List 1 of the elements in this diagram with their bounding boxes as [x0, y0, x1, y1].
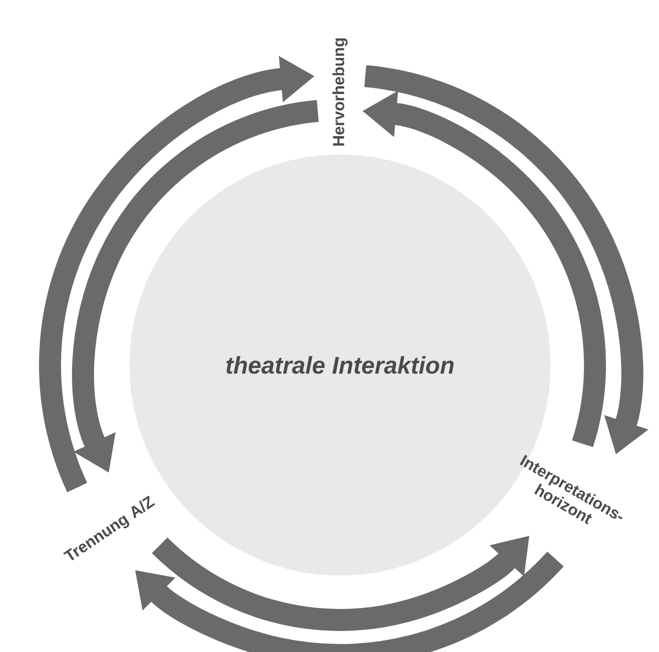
ring-label: Hervorhebung [332, 38, 348, 146]
